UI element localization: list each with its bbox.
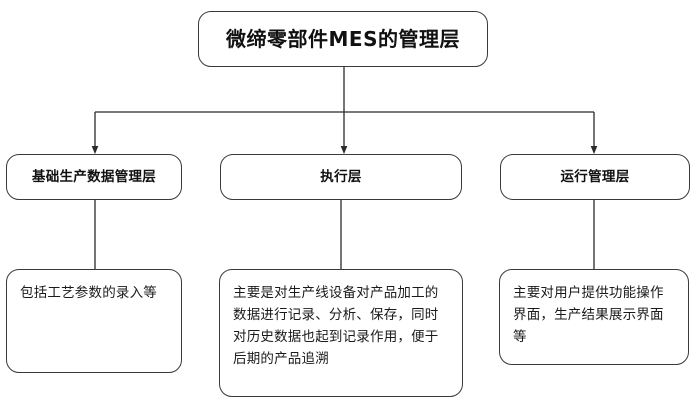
node-execution-layer[interactable]: 执行层 (220, 154, 462, 200)
node-execution-layer-detail[interactable]: 主要是对生产线设备对产品加工的数据进行记录、分析、保存，同时对历史数据也起到记录… (219, 269, 463, 397)
node-operation-management-layer[interactable]: 运行管理层 (500, 154, 690, 200)
node-operation-management-layer-detail[interactable]: 主要对用户提供功能操作界面，生产结果展示界面等 (499, 269, 689, 365)
node-basic-production-data-layer-detail-text: 包括工艺参数的录入等 (20, 285, 157, 301)
node-operation-management-layer-label: 运行管理层 (560, 168, 630, 185)
node-basic-production-data-layer[interactable]: 基础生产数据管理层 (6, 154, 182, 200)
node-management-layer-label: 微缔零部件MES的管理层 (226, 27, 460, 51)
node-basic-production-data-layer-label: 基础生产数据管理层 (31, 168, 157, 185)
node-execution-layer-label: 执行层 (320, 168, 362, 185)
node-management-layer[interactable]: 微缔零部件MES的管理层 (198, 11, 488, 67)
node-basic-production-data-layer-detail[interactable]: 包括工艺参数的录入等 (6, 269, 182, 373)
node-operation-management-layer-detail-text: 主要对用户提供功能操作界面，生产结果展示界面等 (513, 285, 664, 345)
node-execution-layer-detail-text: 主要是对生产线设备对产品加工的数据进行记录、分析、保存，同时对历史数据也起到记录… (233, 285, 439, 367)
